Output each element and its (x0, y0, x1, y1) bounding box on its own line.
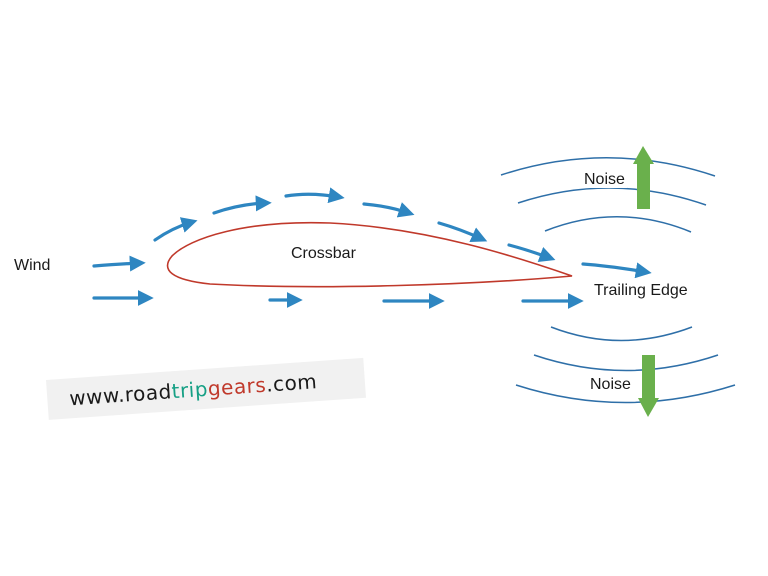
noise-up-arrow (633, 146, 654, 209)
noise-wave (550, 326, 693, 342)
crossbar-airfoil-outline (166, 221, 573, 288)
flow-arrow (92, 255, 146, 272)
crossbar-label: Crossbar (291, 245, 356, 262)
wind-label: Wind (14, 257, 51, 274)
noise-label-bottom: Noise (588, 376, 633, 393)
lower-noise-waves (515, 326, 736, 404)
flow-arrow (507, 243, 556, 263)
upper-noise-waves (500, 157, 716, 233)
noise-wave (515, 384, 736, 404)
watermark-gears: gears (207, 372, 268, 401)
watermark-prefix: www.road (68, 379, 173, 411)
flow-arrow (284, 187, 345, 204)
upper-flow-arrows (92, 187, 652, 279)
noise-down-arrow (638, 355, 659, 417)
noise-wave (517, 187, 707, 206)
flow-arrow (581, 262, 652, 279)
noise-label-top: Noise (582, 171, 627, 188)
noise-wave (500, 157, 716, 177)
lower-flow-arrows (92, 290, 584, 309)
noise-wave (533, 354, 719, 372)
flow-arrow (212, 195, 272, 215)
flow-arrow (153, 217, 198, 242)
watermark-suffix: .com (265, 369, 318, 397)
flow-arrow (362, 202, 415, 218)
noise-wave (544, 216, 692, 233)
watermark-trip: trip (170, 376, 209, 404)
trailing-edge-label: Trailing Edge (594, 282, 688, 299)
flow-arrow (437, 221, 488, 243)
